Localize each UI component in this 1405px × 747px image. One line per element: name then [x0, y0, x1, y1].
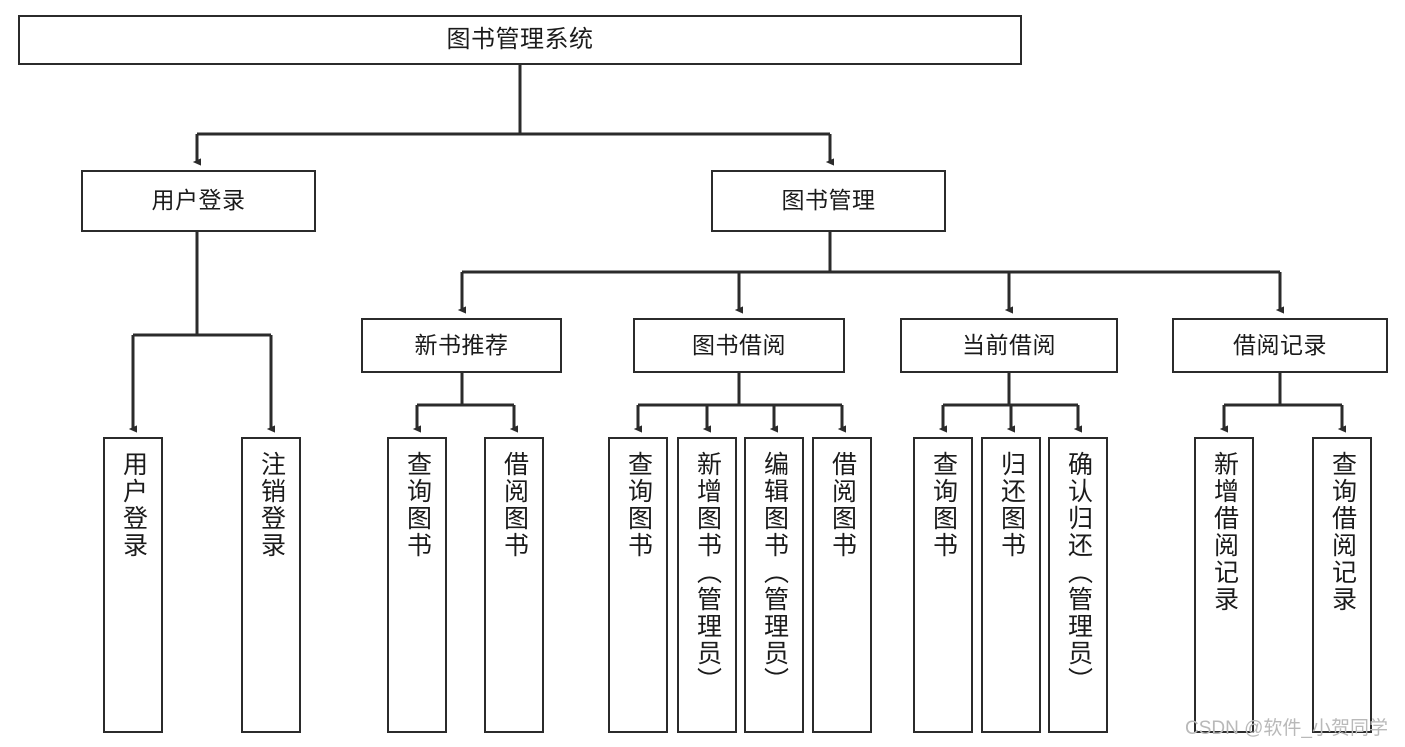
leaf-current-confirm-return[interactable]: 确认归还（管理员）	[1048, 437, 1108, 733]
leaf-user-login[interactable]: 用户登录	[103, 437, 163, 733]
leaf-borrow-add-book[interactable]: 新增图书（管理员）	[677, 437, 737, 733]
node-book-borrow[interactable]: 图书借阅	[633, 318, 845, 373]
leaf-borrow-borrow-book[interactable]: 借阅图书	[812, 437, 872, 733]
node-label: 借阅记录	[1233, 331, 1327, 358]
node-label: 编辑图书（管理员）	[760, 451, 789, 694]
node-label: 查询图书	[929, 451, 958, 559]
node-label: 用户登录	[151, 187, 246, 214]
node-label: 图书借阅	[692, 331, 786, 358]
leaf-new-book-borrow[interactable]: 借阅图书	[484, 437, 544, 733]
csdn-watermark: CSDN @软件_小贺同学	[1185, 718, 1388, 739]
leaf-record-query[interactable]: 查询借阅记录	[1312, 437, 1372, 733]
node-book-management[interactable]: 图书管理	[711, 170, 946, 232]
leaf-current-query-book[interactable]: 查询图书	[913, 437, 973, 733]
node-label: 归还图书	[997, 451, 1026, 559]
node-new-book-recommend[interactable]: 新书推荐	[361, 318, 562, 373]
node-borrow-record[interactable]: 借阅记录	[1172, 318, 1388, 373]
node-label: 图书管理系统	[446, 25, 594, 53]
node-label: 新增图书（管理员）	[693, 451, 722, 694]
node-root-system[interactable]: 图书管理系统	[18, 15, 1022, 65]
node-label: 图书管理	[781, 187, 876, 214]
node-label: 借阅图书	[828, 451, 857, 559]
leaf-borrow-query-book[interactable]: 查询图书	[608, 437, 668, 733]
node-user-login[interactable]: 用户登录	[81, 170, 316, 232]
node-label: 查询借阅记录	[1328, 451, 1357, 613]
leaf-logout[interactable]: 注销登录	[241, 437, 301, 733]
leaf-borrow-edit-book[interactable]: 编辑图书（管理员）	[744, 437, 804, 733]
node-label: 查询图书	[403, 451, 432, 559]
leaf-current-return-book[interactable]: 归还图书	[981, 437, 1041, 733]
node-label: 查询图书	[624, 451, 653, 559]
node-label: 用户登录	[119, 451, 148, 559]
node-label: 借阅图书	[500, 451, 529, 559]
node-label: 注销登录	[257, 451, 286, 559]
node-label: 新书推荐	[414, 331, 509, 358]
leaf-new-book-query[interactable]: 查询图书	[387, 437, 447, 733]
node-label: 新增借阅记录	[1210, 451, 1239, 613]
leaf-record-add[interactable]: 新增借阅记录	[1194, 437, 1254, 733]
node-current-borrow[interactable]: 当前借阅	[900, 318, 1118, 373]
node-label: 当前借阅	[962, 331, 1056, 358]
node-label: 确认归还（管理员）	[1064, 451, 1093, 694]
